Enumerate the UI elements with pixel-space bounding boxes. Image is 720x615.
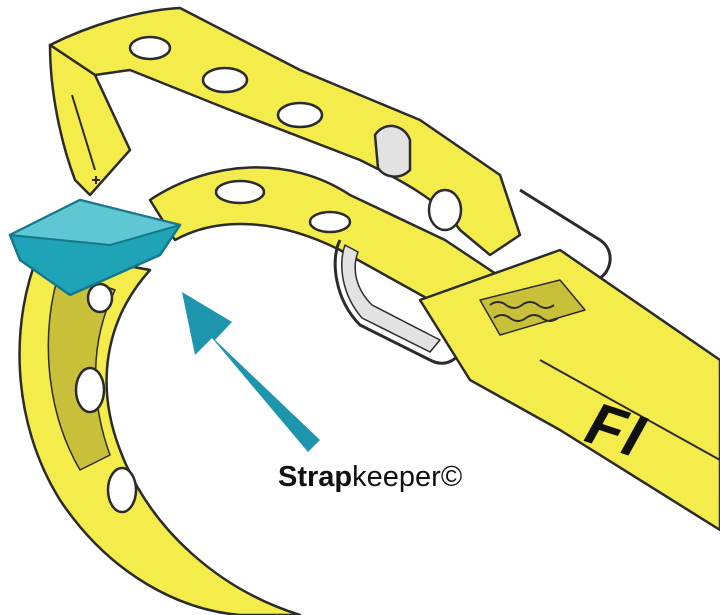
strap-tail-wave <box>489 301 559 322</box>
strap-hole <box>128 35 172 61</box>
label-bold: Strap <box>278 461 353 493</box>
buckle-pin <box>373 124 412 178</box>
strap-hole <box>308 210 352 234</box>
strap-hole <box>74 366 106 414</box>
lower-strap-inner-shadow <box>47 269 116 471</box>
strap-tail-emboss <box>479 279 586 336</box>
strap-hole <box>106 466 138 514</box>
strap-tail-groove <box>539 359 720 461</box>
strap-hole <box>214 179 266 205</box>
metal-buckle-fill <box>341 244 441 353</box>
strap-tip-groove <box>71 94 96 171</box>
strap-tip-plus <box>92 176 100 184</box>
strapkeeper-label: Strapkeeper© <box>278 463 462 492</box>
strap-hole <box>86 282 114 314</box>
strap-hole <box>427 188 463 232</box>
upper-strap <box>48 6 522 257</box>
strap-hole <box>201 66 249 94</box>
strap-keeper-top <box>9 199 181 246</box>
arrow-up-left-icon <box>182 292 320 452</box>
label-regular: keeper <box>352 461 441 493</box>
strap-hole <box>276 101 324 129</box>
label-symbol: © <box>440 461 463 493</box>
strap-tip <box>48 43 132 197</box>
